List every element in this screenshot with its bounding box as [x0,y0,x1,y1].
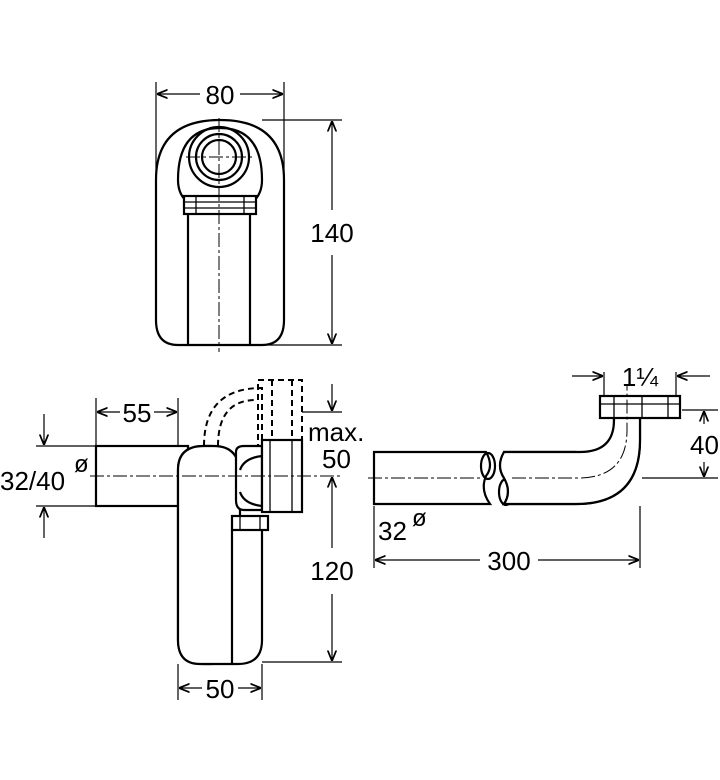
dim-base-width: 50 [206,674,235,704]
diameter-symbol-pipe: ø [412,505,427,532]
diameter-symbol-inlet: ø [74,451,89,478]
dim-max-label: max. [308,417,364,447]
bent-pipe-view: 1¼ 40 32 ø 300 [368,362,719,576]
front-view-inner-tube [186,212,252,345]
front-view-nut [182,194,258,216]
dim-pipe-length: 300 [487,546,530,576]
side-view: 55 32/40 ø max. 50 120 50 [0,379,364,704]
dim-top-height: 140 [310,218,353,248]
dim-top-width: 80 [206,80,235,110]
front-view: 80 140 [154,80,354,352]
front-view-outline [154,118,286,347]
dim-thread-size: 1¼ [622,362,658,392]
dim-max-value: 50 [322,444,351,474]
pipe-thread-nut [598,394,682,420]
dim-inlet-length: 55 [123,398,152,428]
dim-pipe-diameter: 32 [378,516,407,546]
dim-drop-height: 120 [310,556,353,586]
dim-thread-height: 40 [690,430,719,460]
side-view-dashed-outlet [203,386,263,448]
dim-inlet-diameter: 32/40 [0,466,65,496]
side-view-nut [230,514,270,532]
